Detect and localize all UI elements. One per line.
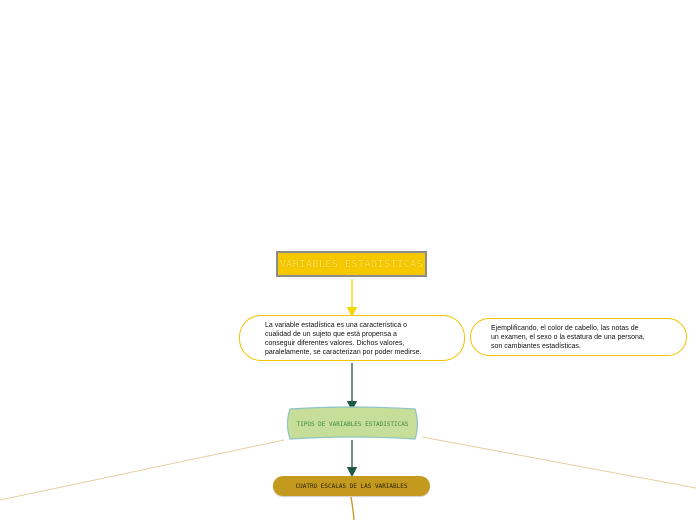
types-text: TIPOS DE VARIABLES ESTADISTICAS <box>296 421 409 428</box>
definition-note[interactable]: La variable estadística es una caracterí… <box>239 315 465 361</box>
scales-text: CUATRO ESCALAS DE LAS VARIABLES <box>295 482 408 490</box>
example-note[interactable]: Ejemplificando, el color de cabello, las… <box>470 318 687 356</box>
branch-line-left <box>0 439 285 501</box>
connector-scales-down <box>350 496 355 520</box>
example-text: Ejemplificando, el color de cabello, las… <box>491 325 645 350</box>
topic-variables-estadisticas[interactable]: VARIABLES ESTADISTICAS <box>276 251 427 277</box>
topic-cuatro-escalas[interactable]: CUATRO ESCALAS DE LAS VARIABLES <box>273 476 430 496</box>
definition-text: La variable estadística es una caracterí… <box>265 322 422 356</box>
branch-line-right <box>421 436 696 489</box>
topic-title-text: VARIABLES ESTADISTICAS <box>279 258 424 270</box>
topic-tipos-de-variables[interactable]: TIPOS DE VARIABLES ESTADISTICAS <box>285 411 420 438</box>
types-node-shape <box>286 406 419 440</box>
